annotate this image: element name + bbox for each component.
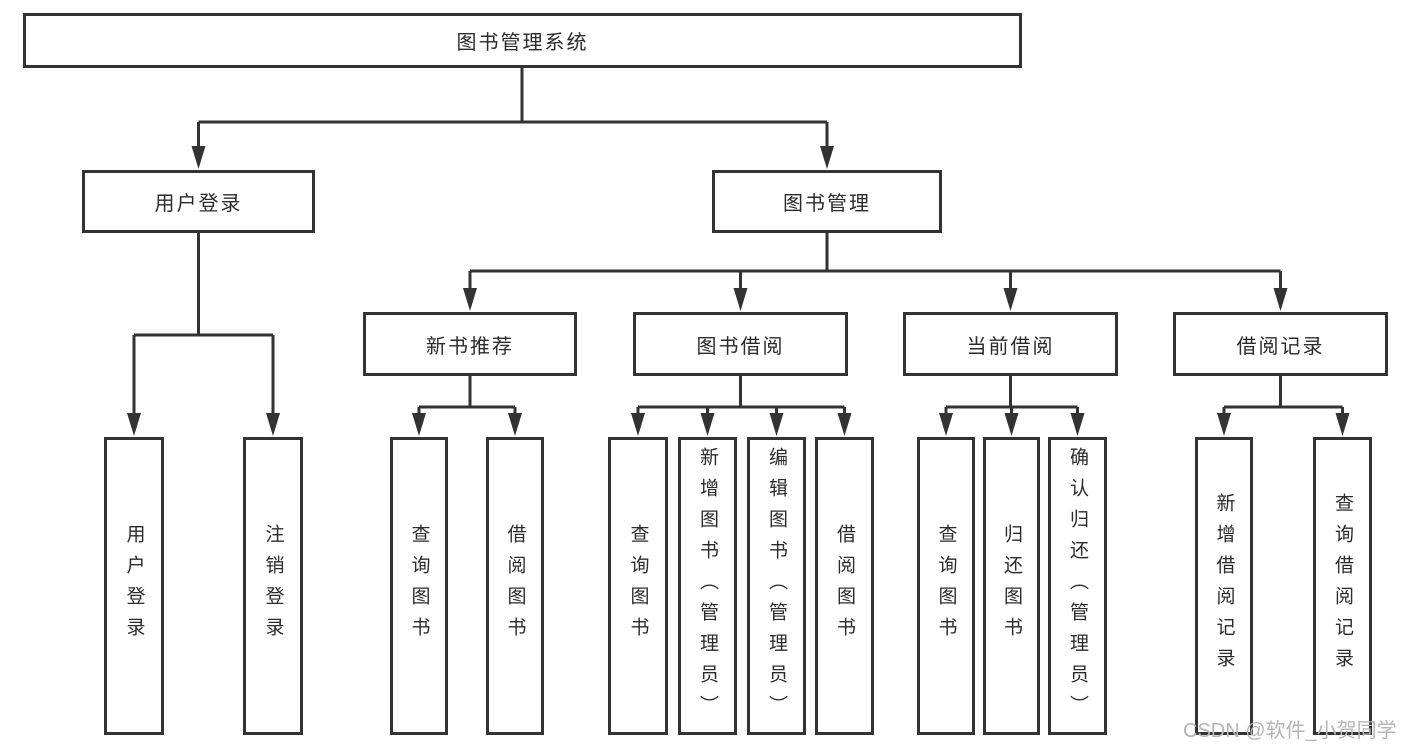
node-book-borrow: 图书借阅 xyxy=(633,312,848,376)
leaf-records-query: 查询借阅记录 xyxy=(1313,437,1372,735)
node-new-books: 新书推荐 xyxy=(363,312,577,376)
leaf-records-add: 新增借阅记录 xyxy=(1195,437,1253,735)
csdn-watermark: CSDN @软件_小贺同学 xyxy=(1183,720,1397,742)
connector-new-books-group xyxy=(417,376,517,417)
node-borrow-records: 借阅记录 xyxy=(1173,312,1388,376)
leaf-borrow-query: 查询图书 xyxy=(608,437,668,735)
connector-root-to-level2 xyxy=(197,68,829,150)
leaf-logout: 注销登录 xyxy=(243,437,303,735)
leaf-current-query: 查询图书 xyxy=(917,437,975,735)
leaf-current-return: 归还图书 xyxy=(983,437,1040,735)
connector-book-mgmt-to-level3 xyxy=(468,233,1282,292)
node-book-mgmt: 图书管理 xyxy=(712,170,942,233)
connector-borrow-records-group xyxy=(1222,376,1344,417)
node-current-borrow: 当前借阅 xyxy=(903,312,1118,376)
connector-book-borrow-group xyxy=(636,376,846,417)
leaf-current-confirm-admin: 确认归还（管理员） xyxy=(1048,437,1107,735)
connector-current-borrow-group xyxy=(944,376,1079,417)
connector-user-login-group xyxy=(132,233,275,417)
leaf-new-books-query: 查询图书 xyxy=(390,437,448,735)
arrowheads-level4 xyxy=(412,413,1350,436)
leaf-new-books-borrow: 借阅图书 xyxy=(486,437,544,735)
node-user-login: 用户登录 xyxy=(82,170,315,233)
leaf-borrow-add-admin: 新增图书（管理员） xyxy=(678,437,737,735)
leaf-borrow-book: 借阅图书 xyxy=(815,437,874,735)
leaf-borrow-edit-admin: 编辑图书（管理员） xyxy=(747,437,806,735)
arrowheads-level2 xyxy=(191,146,834,169)
arrowheads-user-login-group xyxy=(127,413,280,436)
leaf-user-login: 用户登录 xyxy=(104,437,164,735)
node-root: 图书管理系统 xyxy=(23,13,1022,68)
arrowheads-level3 xyxy=(463,288,1288,311)
